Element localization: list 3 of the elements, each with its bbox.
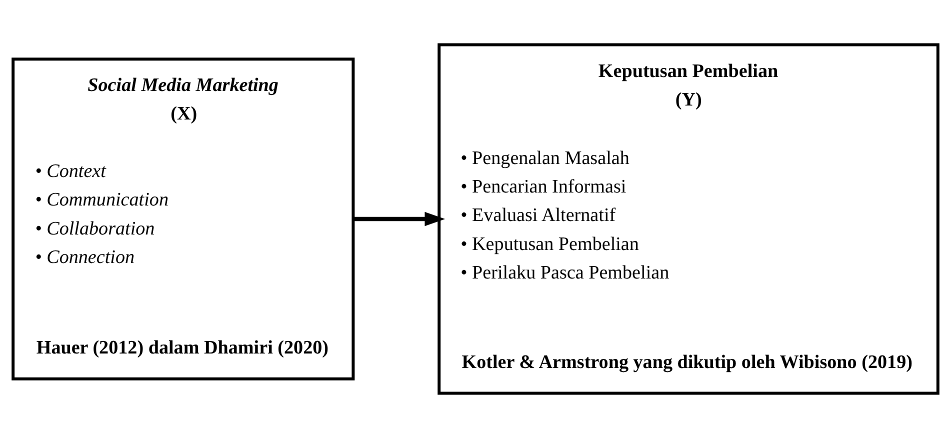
node-box: Social Media Marketing (X) • Context • Communication • Collaboration • Connection Hauer (2012) dalam Dhamiri (2020)	[12, 57, 355, 380]
node-box: Keputusan Pembelian (Y) • Pengenalan Masalah • Pencarian Informasi • Evaluasi Alternatif • Keputusan Pembelian • Perilaku Pasca Pembelian Kotler & Armstrong yang dikutip oleh Wibisono (2019)	[438, 42, 940, 394]
arrow	[353, 211, 446, 226]
